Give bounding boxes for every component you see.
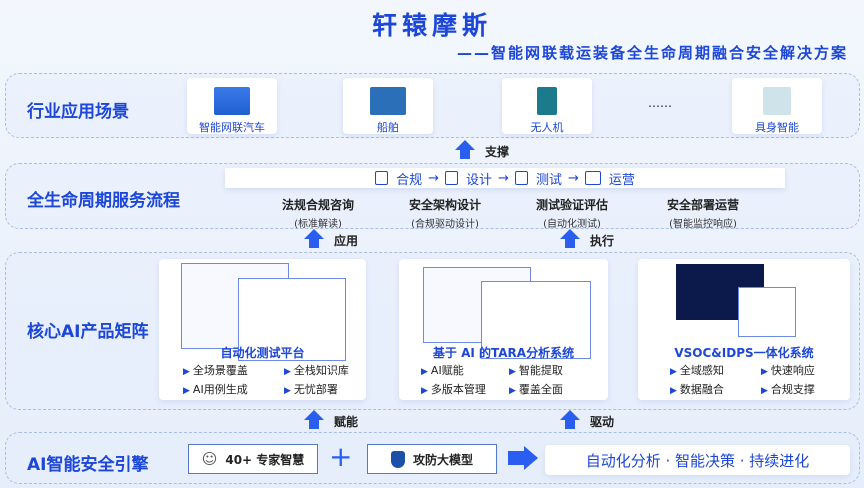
engine-result: 自动化分析 · 智能决策 · 持续进化 (545, 445, 850, 475)
scenes-label: 行业应用场景 (27, 102, 129, 122)
feature: 智能提取 (509, 362, 563, 378)
arrow-up-icon (560, 229, 580, 249)
robot-image-icon (763, 87, 791, 115)
step-title: 法规合规咨询 (281, 198, 354, 212)
feature: 全栈知识库 (284, 362, 349, 378)
feature: 覆盖全面 (509, 381, 563, 397)
ship-image-icon (370, 87, 406, 115)
car-image-icon (214, 87, 250, 115)
arrow-right-head (524, 446, 538, 470)
arrow-right-icon (508, 451, 526, 465)
screenshot-image (738, 287, 796, 337)
scenes-ellipsis: …… (648, 96, 672, 110)
step-sub: (合规驱动设计) (411, 219, 479, 230)
scene-label: 无人机 (530, 121, 564, 134)
feature: AI赋能 (421, 362, 464, 378)
model-label: 攻防大模型 (412, 452, 473, 467)
lifecycle-label: 全生命周期服务流程 (27, 191, 180, 211)
product-card-tara: 基于 AI 的TARA分析系统 AI赋能 智能提取 多版本管理 覆盖全面 (399, 259, 608, 400)
process-step: 测试 (535, 172, 562, 188)
arrow-up-icon (560, 410, 580, 430)
apply-label: 应用 (334, 234, 359, 248)
step-operate: 安全部署运营 (智能监控响应) (643, 196, 763, 230)
product-title: VSOC&IDPS一体化系统 (674, 346, 814, 360)
expert-label: 40+ 专家智慧 (225, 452, 305, 467)
product-title: 自动化测试平台 (220, 346, 305, 360)
feature: 数据融合 (670, 381, 724, 397)
process-step: 设计 (466, 172, 493, 188)
arrow-right-icon: → (567, 170, 579, 186)
process-step: 运营 (608, 172, 635, 188)
feature: 全场景覆盖 (183, 362, 248, 378)
support-label: 支撑 (485, 145, 510, 159)
products-label: 核心AI产品矩阵 (27, 322, 149, 342)
arrow-right-icon: → (428, 170, 440, 186)
main-title: 轩辕摩斯 (371, 11, 492, 40)
shield-icon (390, 450, 405, 468)
feature: 无忧部署 (284, 381, 338, 397)
step-sub: (智能监控响应) (669, 219, 737, 230)
scene-label: 智能网联汽车 (199, 121, 265, 134)
feature: 多版本管理 (421, 381, 486, 397)
monitor-chart-icon (584, 171, 601, 185)
feature: 快速响应 (761, 362, 815, 378)
product-card-vsoc: VSOC&IDPS一体化系统 全域感知 快速响应 数据融合 合规支撑 (638, 259, 850, 400)
step-sub: (自动化测试) (543, 219, 601, 230)
step-title: 安全部署运营 (666, 198, 739, 212)
screenshot-image (481, 281, 591, 359)
product-title: 基于 AI 的TARA分析系统 (432, 346, 575, 360)
product-card-test-platform: 自动化测试平台 全场景覆盖 全栈知识库 AI用例生成 无忧部署 (159, 259, 366, 400)
plus-icon: + (329, 440, 353, 473)
compliance-icon (375, 171, 389, 185)
design-doc-icon (445, 171, 459, 185)
feature: 全域感知 (670, 362, 724, 378)
arrow-up-icon (304, 410, 324, 430)
step-compliance: 法规合规咨询 (标准解读) (258, 196, 378, 230)
arrow-up-icon (304, 229, 324, 249)
scene-label: 具身智能 (755, 121, 799, 134)
step-title: 安全架构设计 (408, 198, 481, 212)
scene-car: 智能网联汽车 (187, 78, 277, 134)
drive-label: 驱动 (590, 415, 615, 429)
arrow-up-icon (455, 140, 475, 160)
drone-image-icon (537, 87, 557, 115)
process-step: 合规 (396, 172, 423, 188)
step-design: 安全架构设计 (合规驱动设计) (385, 196, 505, 230)
step-title: 测试验证评估 (535, 198, 608, 212)
arrow-right-icon: → (498, 170, 509, 186)
scene-drone: 无人机 (502, 78, 592, 134)
step-sub: (标准解读) (294, 219, 342, 230)
step-test: 测试验证评估 (自动化测试) (512, 196, 632, 230)
scene-embodied: 具身智能 (732, 78, 822, 134)
scene-ship: 船舶 (343, 78, 433, 134)
empower-label: 赋能 (334, 415, 359, 429)
engine-label: AI智能安全引擎 (27, 455, 149, 475)
process-bar: 合规 → 设计 → 测试 → 运营 (225, 168, 785, 188)
brain-head-icon: ☺ (201, 450, 218, 468)
feature: AI用例生成 (183, 381, 248, 397)
feature: 合规支撑 (761, 381, 815, 397)
scene-label: 船舶 (377, 121, 399, 134)
expert-box: ☺ 40+ 专家智慧 (188, 444, 318, 474)
execute-label: 执行 (590, 234, 615, 248)
subtitle: ——智能网联载运装备全生命周期融合安全解决方案 (456, 44, 848, 62)
model-box: 攻防大模型 (367, 444, 497, 474)
screenshot-image (238, 278, 346, 361)
test-clipboard-icon (514, 171, 528, 185)
